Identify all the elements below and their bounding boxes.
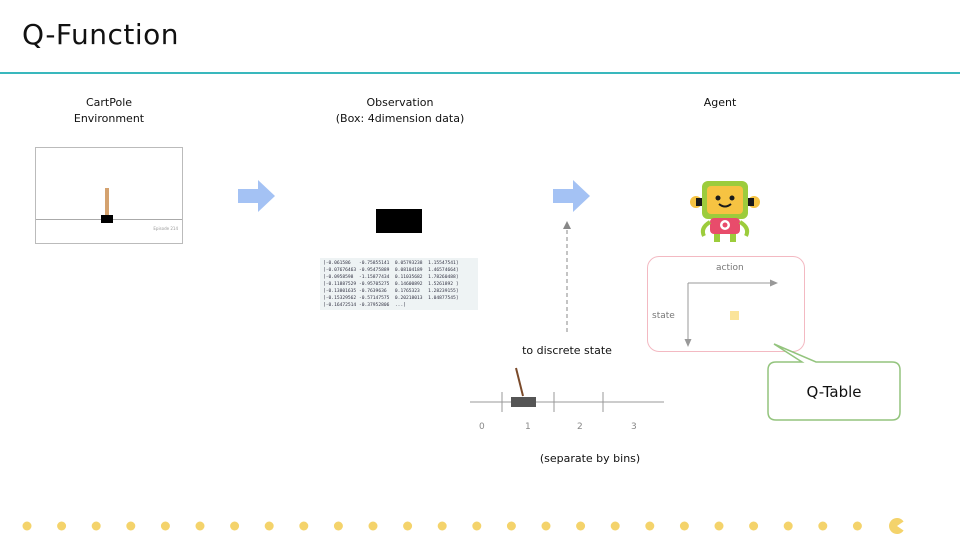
footer-dot-row — [22, 518, 904, 534]
robot-agent-icon — [690, 181, 760, 242]
bin-label: 0 — [479, 422, 485, 432]
observation-data-line: [-0.15329562 -0.57147575 0.20218013 1.04… — [323, 296, 459, 301]
qtable-grid: action state — [647, 256, 805, 352]
footer-dot — [403, 521, 413, 531]
observation-label-line2: (Box: 4dimension data) — [335, 112, 465, 125]
qtable-callout-text: Q-Table — [806, 383, 862, 401]
environment-label-line2: Environment — [73, 112, 145, 125]
footer-dot — [230, 521, 240, 531]
observation-data-line: [-0.16472514 -0.37952806 ...] — [323, 303, 406, 308]
footer-dot — [22, 521, 32, 531]
footer-dot — [160, 521, 170, 531]
bins-caption: (separate by bins) — [539, 452, 641, 465]
footer-dot — [264, 521, 274, 531]
footer-dot — [333, 521, 343, 531]
pacman-icon — [888, 518, 904, 534]
bin-label: 3 — [631, 422, 637, 432]
agent-label: Agent — [703, 96, 737, 109]
cart-body — [101, 215, 113, 223]
footer-dot — [714, 521, 724, 531]
footer-dot — [126, 521, 136, 531]
footer-dot — [610, 521, 620, 531]
footer-dot — [57, 521, 67, 531]
footer-dot — [91, 521, 101, 531]
qtable-action-axis-label: action — [716, 263, 744, 273]
footer-dot — [783, 521, 793, 531]
footer-dot — [472, 521, 482, 531]
qtable-axes — [684, 279, 778, 347]
observation-redacted-block — [376, 209, 422, 233]
flow-arrow-right-icon — [238, 180, 275, 212]
observation-data-line: [-0.0958598 -1.15877434 0.11035682 1.782… — [323, 275, 459, 280]
episode-counter: Episode 214 — [153, 226, 178, 231]
dashed-up-arrow-icon — [563, 221, 571, 332]
footer-dot — [576, 521, 586, 531]
cartpole-render: Episode 214 — [35, 147, 183, 244]
footer-dot — [679, 521, 689, 531]
observation-data-line: [-0.07676463 -0.95475889 0.08104189 1.46… — [323, 268, 459, 273]
bin-label: 2 — [577, 422, 583, 432]
observation-data-line: [-0.061586 -0.75855141 0.05793238 1.1554… — [323, 261, 459, 266]
environment-label: CartPole Environment — [44, 95, 174, 127]
qtable-state-axis-label: state — [652, 311, 675, 321]
footer-dot — [506, 521, 516, 531]
footer-dot — [299, 521, 309, 531]
cart-pole — [105, 188, 109, 215]
footer-dot — [818, 521, 828, 531]
observation-label-line1: Observation — [366, 96, 434, 109]
bins-number-line: 0 1 2 3 — [470, 367, 664, 432]
observation-data-block: [-0.061586 -0.75855141 0.05793238 1.1554… — [320, 258, 478, 310]
observation-label: Observation (Box: 4dimension data) — [320, 95, 480, 127]
footer-dot — [541, 521, 551, 531]
footer-dot — [437, 521, 447, 531]
footer-dot — [195, 521, 205, 531]
footer-dot — [749, 521, 759, 531]
observation-data-line: [-0.13801635 -0.7639636 0.1765323 1.2823… — [323, 289, 459, 294]
footer-dot — [645, 521, 655, 531]
qtable-callout-bubble — [767, 343, 901, 421]
footer-dot — [368, 521, 378, 531]
qtable-cell — [730, 311, 739, 320]
environment-label-line1: CartPole — [85, 96, 133, 109]
footer-dot — [852, 521, 862, 531]
bin-label: 1 — [525, 422, 531, 432]
to-discrete-state-label: to discrete state — [522, 344, 612, 357]
slide-title: Q-Function — [22, 18, 180, 51]
flow-arrow-right-icon — [553, 180, 590, 212]
title-underline — [0, 72, 960, 74]
observation-data-line: [-0.11887529 -0.95705275 0.14600892 1.52… — [323, 282, 459, 287]
